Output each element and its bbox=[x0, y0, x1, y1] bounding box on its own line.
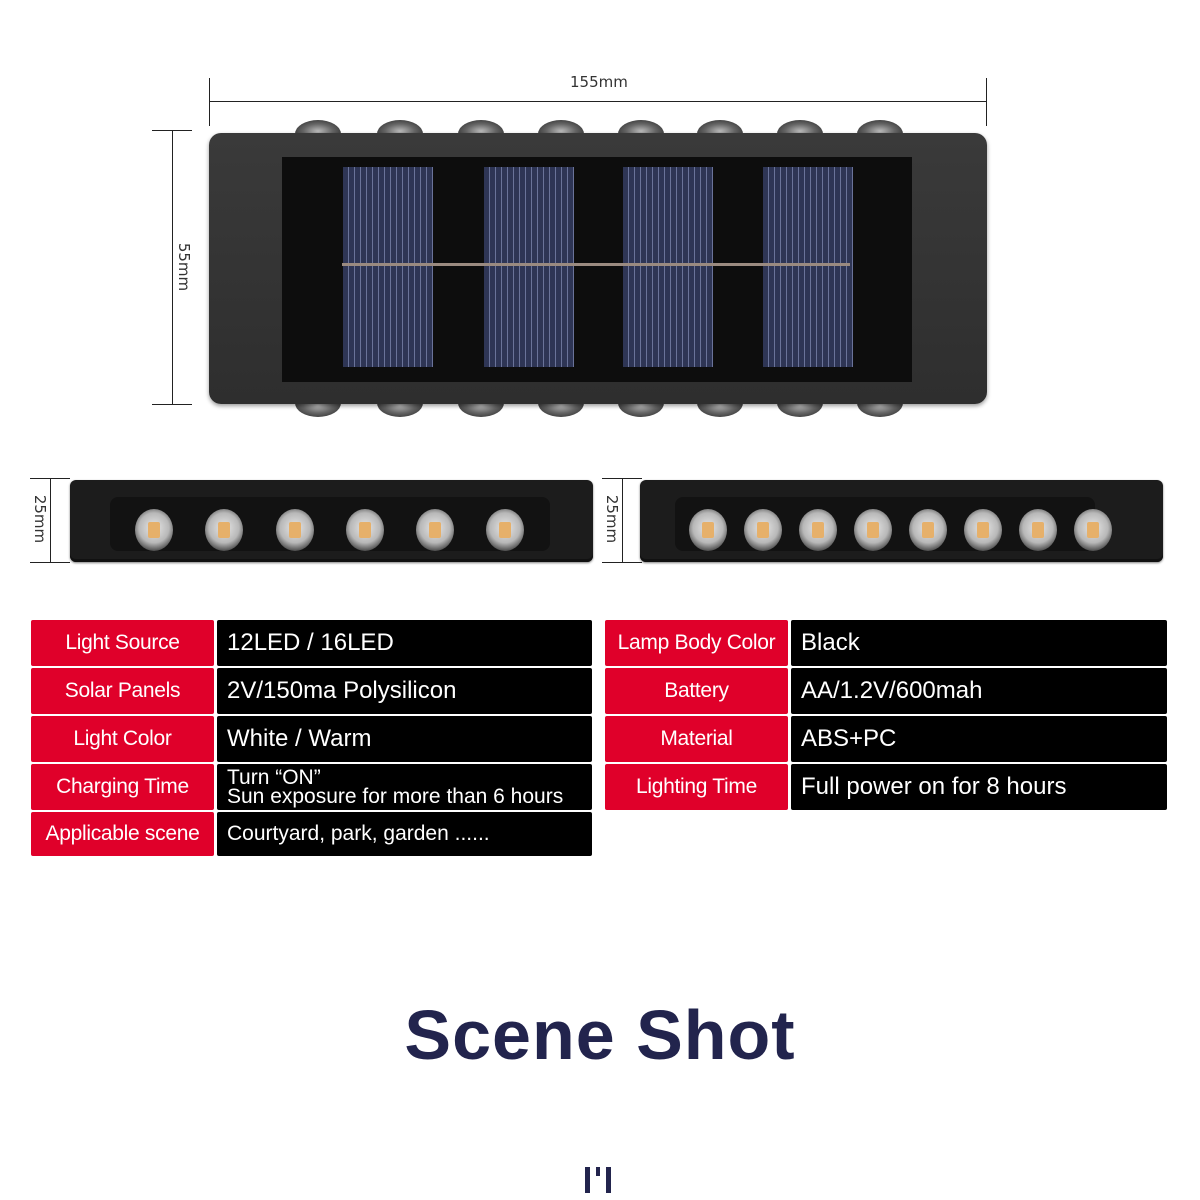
spec-label: Material bbox=[605, 716, 788, 762]
side-left-dimension-line bbox=[50, 478, 51, 563]
width-dimension-label: 155mm bbox=[570, 73, 628, 91]
solar-cell bbox=[623, 167, 713, 367]
led-icon bbox=[276, 509, 314, 551]
solar-wire bbox=[342, 263, 850, 266]
bump-icon bbox=[857, 120, 903, 134]
spec-value: ABS+PC bbox=[791, 716, 1167, 762]
spec-label: Solar Panels bbox=[31, 668, 214, 714]
bump-icon bbox=[618, 403, 664, 417]
spec-value: 12LED / 16LED bbox=[217, 620, 592, 666]
led-icon bbox=[205, 509, 243, 551]
led-icon bbox=[909, 509, 947, 551]
spec-label: Applicable scene bbox=[31, 812, 214, 856]
scroll-down-icon bbox=[583, 1165, 619, 1195]
bump-icon bbox=[458, 403, 504, 417]
spec-row-material: Material ABS+PC bbox=[605, 716, 1167, 762]
bump-icon bbox=[458, 120, 504, 134]
bump-icon bbox=[697, 403, 743, 417]
spec-row-light-color: Light Color White / Warm bbox=[31, 716, 592, 762]
bump-icon bbox=[777, 120, 823, 134]
lamp-side-view-8led bbox=[640, 480, 1163, 562]
spec-label: Light Color bbox=[31, 716, 214, 762]
led-icon bbox=[964, 509, 1002, 551]
led-icon bbox=[486, 509, 524, 551]
bump-icon bbox=[777, 403, 823, 417]
lamp-top-view bbox=[209, 133, 987, 404]
spec-row-charging-time: Charging Time Turn “ON” Sun exposure for… bbox=[31, 764, 592, 810]
led-icon bbox=[346, 509, 384, 551]
spec-label: Light Source bbox=[31, 620, 214, 666]
bump-icon bbox=[618, 120, 664, 134]
spec-value: AA/1.2V/600mah bbox=[791, 668, 1167, 714]
spec-value: White / Warm bbox=[217, 716, 592, 762]
bump-icon bbox=[538, 120, 584, 134]
led-icon bbox=[416, 509, 454, 551]
spec-row-light-source: Light Source 12LED / 16LED bbox=[31, 620, 592, 666]
spec-row-lamp-body-color: Lamp Body Color Black bbox=[605, 620, 1167, 666]
bump-icon bbox=[295, 403, 341, 417]
side-right-tick-top bbox=[602, 478, 642, 479]
spec-row-applicable-scene: Applicable scene Courtyard, park, garden… bbox=[31, 812, 592, 856]
spec-row-lighting-time: Lighting Time Full power on for 8 hours bbox=[605, 764, 1167, 810]
bump-icon bbox=[295, 120, 341, 134]
spec-value: Black bbox=[791, 620, 1167, 666]
width-dimension-tick-right bbox=[986, 78, 987, 126]
solar-cell bbox=[343, 167, 433, 367]
led-icon bbox=[135, 509, 173, 551]
spec-value: Courtyard, park, garden ...... bbox=[217, 812, 592, 856]
bump-icon bbox=[697, 120, 743, 134]
height-dimension-line bbox=[172, 130, 173, 405]
side-left-dimension-label: 25mm bbox=[31, 494, 50, 544]
led-strip bbox=[675, 497, 1112, 551]
spec-value: Full power on for 8 hours bbox=[791, 764, 1167, 810]
spec-value: Turn “ON” Sun exposure for more than 6 h… bbox=[217, 764, 592, 810]
led-icon bbox=[1074, 509, 1112, 551]
bump-icon bbox=[857, 403, 903, 417]
led-icon bbox=[854, 509, 892, 551]
bump-icon bbox=[538, 403, 584, 417]
solar-cell bbox=[484, 167, 574, 367]
solar-panel-window bbox=[282, 157, 912, 382]
spec-label: Battery bbox=[605, 668, 788, 714]
led-icon bbox=[689, 509, 727, 551]
height-dimension-label: 55mm bbox=[175, 242, 194, 292]
side-right-dimension-line bbox=[622, 478, 623, 563]
spec-value-line2: Sun exposure for more than 6 hours bbox=[227, 785, 564, 808]
led-icon bbox=[744, 509, 782, 551]
bump-icon bbox=[377, 403, 423, 417]
section-title: Scene Shot bbox=[404, 996, 796, 1074]
led-strip bbox=[110, 497, 550, 551]
led-icon bbox=[1019, 509, 1057, 551]
side-left-tick-top bbox=[30, 478, 70, 479]
side-right-dimension-label: 25mm bbox=[603, 494, 622, 544]
height-dimension-tick-bottom bbox=[152, 404, 192, 405]
lamp-side-view-6led bbox=[70, 480, 593, 562]
height-dimension-tick-top bbox=[152, 130, 192, 131]
spec-value-line1: Turn “ON” bbox=[227, 766, 321, 789]
spec-label: Charging Time bbox=[31, 764, 214, 810]
spec-label: Lighting Time bbox=[605, 764, 788, 810]
solar-cell bbox=[763, 167, 853, 367]
width-dimension-tick-left bbox=[209, 78, 210, 126]
bump-icon bbox=[377, 120, 423, 134]
led-icon bbox=[799, 509, 837, 551]
side-right-tick-bottom bbox=[602, 562, 642, 563]
spec-row-battery: Battery AA/1.2V/600mah bbox=[605, 668, 1167, 714]
spec-value: 2V/150ma Polysilicon bbox=[217, 668, 592, 714]
spec-row-solar-panels: Solar Panels 2V/150ma Polysilicon bbox=[31, 668, 592, 714]
width-dimension-line bbox=[209, 101, 987, 102]
spec-label: Lamp Body Color bbox=[605, 620, 788, 666]
side-left-tick-bottom bbox=[30, 562, 70, 563]
